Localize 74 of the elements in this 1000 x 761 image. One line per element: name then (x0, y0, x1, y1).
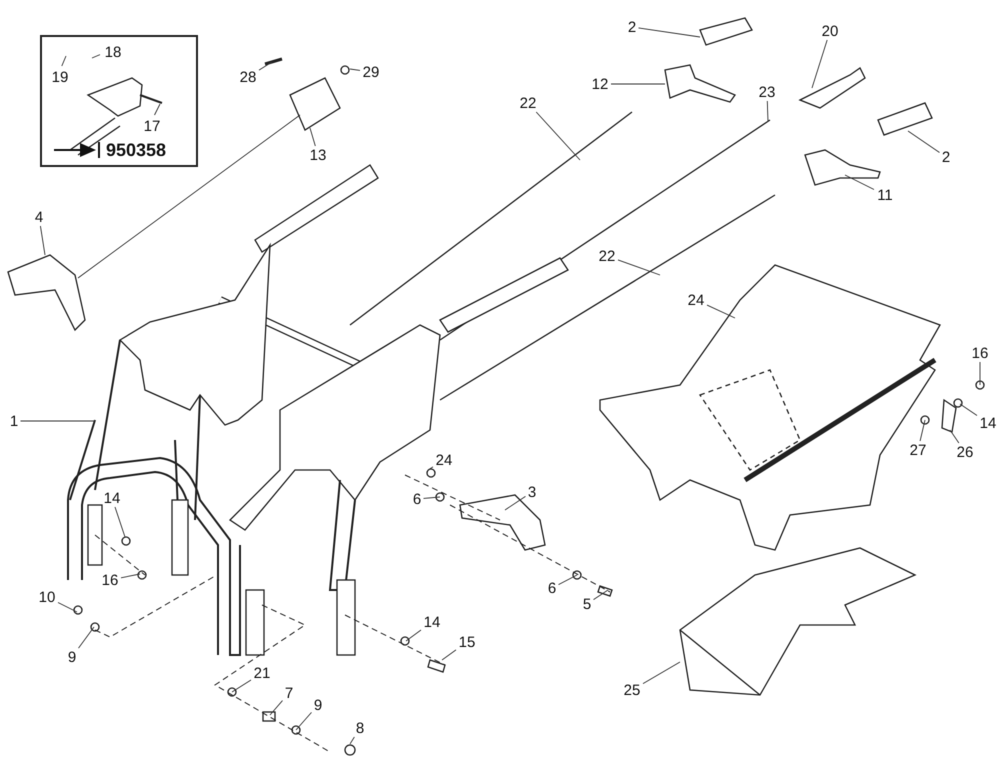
callout-number: 23 (756, 83, 778, 101)
leader-line (423, 496, 440, 499)
leader-line (442, 649, 456, 660)
callout-number: 22 (517, 94, 539, 112)
callout-number: 6 (546, 579, 558, 597)
leader-line (310, 128, 316, 146)
leader-line (58, 602, 78, 612)
callout-number: 19 (49, 68, 71, 86)
leader-line (950, 430, 960, 444)
callout-number: 24 (433, 451, 455, 469)
callout-number: 9 (312, 696, 324, 714)
callout-number: 14 (977, 414, 999, 432)
leader-line (504, 496, 526, 510)
leader-line (642, 662, 680, 684)
callout-number: 21 (251, 664, 273, 682)
leader-line (350, 736, 355, 744)
callout-number: 20 (819, 22, 841, 40)
callout-number: 5 (580, 595, 594, 613)
leader-line (406, 630, 422, 642)
callout-number: 10 (36, 588, 58, 606)
callout-number: 3 (526, 483, 538, 501)
callout-number: 27 (907, 441, 929, 459)
callout-number: 28 (237, 68, 259, 86)
callout-number: 8 (354, 719, 366, 737)
leader-line (428, 466, 434, 470)
callout-number: 11 (874, 186, 896, 204)
leader-line (558, 574, 578, 586)
callout-number: 18 (102, 43, 124, 61)
leader-line (812, 40, 828, 88)
callout-number: 1 (8, 412, 20, 430)
leader-line (638, 28, 700, 38)
callout-number: 4 (32, 208, 46, 226)
callout-number: 2 (626, 18, 638, 36)
leader-line (844, 174, 874, 190)
callout-number: 26 (954, 443, 976, 461)
callout-number: 29 (360, 63, 382, 81)
leader-line (766, 100, 768, 122)
callout-number: 12 (589, 75, 611, 93)
callout-number: 16 (99, 571, 121, 589)
callout-number: 14 (421, 613, 443, 631)
leader-line (270, 700, 283, 716)
callout-number: 2 (940, 148, 952, 166)
callout-number: 17 (141, 117, 163, 135)
leader-line (296, 712, 312, 730)
leader-line (593, 590, 608, 600)
leader-line (908, 130, 940, 153)
leader-line (258, 62, 272, 71)
leader-line (40, 226, 46, 256)
callout-number: 9 (66, 648, 78, 666)
leader-line (706, 304, 736, 318)
leader-line (536, 112, 580, 160)
leader-line (114, 506, 126, 538)
leader-line (960, 404, 978, 416)
callout-number: 15 (456, 633, 478, 651)
leader-line (154, 104, 160, 116)
callout-number: 7 (282, 684, 296, 702)
callout-number: 16 (969, 344, 991, 362)
leader-line (92, 54, 100, 58)
callout-number: 13 (307, 146, 329, 164)
leader-line (920, 420, 926, 442)
leader-line (78, 626, 94, 649)
callout-number: 22 (596, 247, 618, 265)
callout-number: 25 (621, 681, 643, 699)
part-number: 950358 (106, 141, 166, 159)
detail-inset-panel (40, 35, 198, 167)
leader-line (20, 420, 96, 422)
leader-line (232, 680, 252, 692)
leader-line (618, 260, 660, 276)
leader-line (350, 68, 360, 71)
leader-line (61, 56, 66, 66)
leader-line (120, 574, 140, 578)
callout-number: 6 (410, 490, 424, 508)
callout-number: 14 (101, 489, 123, 507)
callout-number: 24 (685, 291, 707, 309)
